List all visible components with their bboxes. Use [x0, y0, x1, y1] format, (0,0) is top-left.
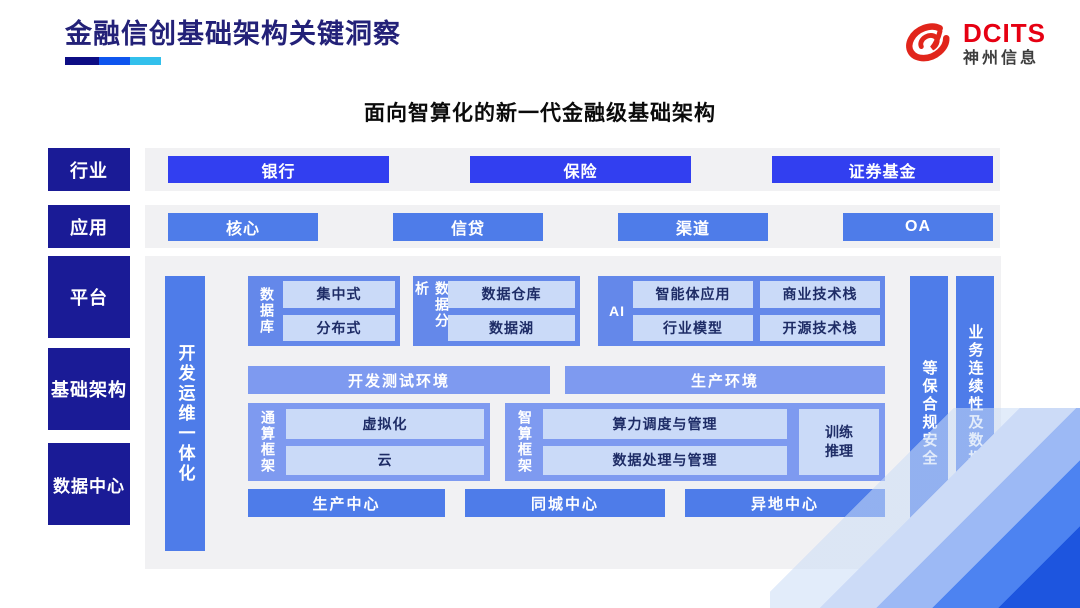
dcits-logo: DCITS 神州信息	[901, 16, 1046, 70]
main-block: 平台 基础架构 数据中心 开发运维一体化 数据库 集中式 分布式	[48, 256, 1001, 569]
industry-item-bank: 银行	[168, 156, 389, 183]
page-title: 金融信创基础架构关键洞察	[65, 19, 401, 49]
ai-section: AI 智能体应用 商业技术栈 行业模型 开源技术栈	[598, 276, 885, 346]
layer-label-platform: 平台	[48, 256, 130, 338]
training-inference-box: 训练推理	[799, 409, 879, 475]
environments-row: 开发测试环境 生产环境	[248, 366, 885, 394]
application-item-channel: 渠道	[618, 212, 768, 241]
ai-label: AI	[609, 303, 625, 319]
ai-item-opensource-stack: 开源技术栈	[760, 314, 880, 341]
analytics-items: 数据仓库 数据湖	[446, 281, 575, 341]
intelligent-framework-items: 算力调度与管理 数据处理与管理	[539, 409, 787, 475]
layer-label-infrastructure: 基础架构	[48, 348, 130, 430]
diagram-title: 面向智算化的新一代金融级基础架构	[364, 102, 716, 125]
intelligent-item-compute-scheduling: 算力调度与管理	[543, 409, 787, 439]
architecture-diagram: 行业 银行 保险 证券基金 应用 核心 信贷 渠道 OA 平台 基础架构 数据中…	[48, 148, 1001, 569]
layer-label-application: 应用	[48, 205, 130, 248]
logo-text: DCITS 神州信息	[963, 19, 1046, 67]
application-item-core: 核心	[168, 212, 318, 241]
industry-tray: 银行 保险 证券基金	[145, 148, 1000, 191]
database-items: 集中式 分布式	[281, 281, 395, 341]
underline-segment-blue	[99, 57, 130, 66]
platform-panel: 开发运维一体化 数据库 集中式 分布式 数据分析	[145, 256, 1001, 569]
datacenters-row: 生产中心 同城中心 异地中心	[248, 489, 885, 517]
database-item-centralized: 集中式	[283, 281, 395, 308]
ai-item-agent-app: 智能体应用	[633, 281, 753, 308]
intelligent-computing-framework: 智算框架 算力调度与管理 数据处理与管理 训练推理	[505, 403, 885, 481]
dev-test-environment: 开发测试环境	[248, 366, 550, 394]
frameworks-row: 通算框架 虚拟化 云 智算框架 算力调度与管理 数据处理与管理	[248, 403, 885, 481]
application-row: 应用 核心 信贷 渠道 OA	[48, 205, 1000, 248]
industry-item-insurance: 保险	[470, 156, 691, 183]
analytics-label: 数据分析	[414, 281, 450, 329]
application-item-credit: 信贷	[393, 212, 543, 241]
general-item-cloud: 云	[286, 445, 484, 475]
database-section: 数据库 集中式 分布式	[248, 276, 400, 346]
training-inference-text: 训练推理	[825, 424, 853, 459]
same-city-center: 同城中心	[465, 489, 665, 517]
analytics-section: 数据分析 数据仓库 数据湖	[413, 276, 580, 346]
title-underline	[65, 57, 401, 66]
logo-brand: DCITS	[963, 17, 1046, 48]
devops-bar: 开发运维一体化	[165, 276, 205, 551]
layer-labels-column: 平台 基础架构 数据中心	[48, 256, 130, 569]
database-item-distributed: 分布式	[283, 314, 395, 341]
right-bars: 等保合规安全 业务连续性及数据保护	[910, 276, 994, 551]
general-framework-items: 虚拟化 云	[282, 409, 484, 475]
layer-label-industry: 行业	[48, 148, 130, 191]
general-item-virtualization: 虚拟化	[286, 409, 484, 439]
security-compliance-bar: 等保合规安全	[910, 276, 948, 551]
underline-segment-cyan	[130, 57, 161, 66]
panel-center: 数据库 集中式 分布式 数据分析 数据仓库 数据湖	[248, 276, 885, 551]
header: 金融信创基础架构关键洞察	[65, 18, 401, 66]
platform-sections-row: 数据库 集中式 分布式 数据分析 数据仓库 数据湖	[248, 276, 885, 346]
ai-item-industry-model: 行业模型	[633, 314, 753, 341]
ai-items: 智能体应用 商业技术栈 行业模型 开源技术栈	[631, 281, 880, 341]
database-label: 数据库	[259, 287, 275, 335]
general-computing-framework: 通算框架 虚拟化 云	[248, 403, 490, 481]
general-framework-label: 通算框架	[260, 410, 276, 474]
industry-item-securities: 证券基金	[772, 156, 993, 183]
analytics-item-lake: 数据湖	[448, 314, 575, 341]
application-item-oa: OA	[843, 212, 993, 241]
production-center: 生产中心	[248, 489, 445, 517]
remote-center: 异地中心	[685, 489, 885, 517]
ai-item-commercial-stack: 商业技术栈	[760, 281, 880, 308]
application-tray: 核心 信贷 渠道 OA	[145, 205, 1000, 248]
layer-label-datacenter: 数据中心	[48, 443, 130, 525]
production-environment: 生产环境	[565, 366, 885, 394]
logo-company: 神州信息	[963, 49, 1040, 67]
analytics-item-warehouse: 数据仓库	[448, 281, 575, 308]
dcits-swirl-icon	[906, 23, 950, 62]
intelligent-framework-label: 智算框架	[517, 410, 533, 474]
intelligent-item-data-management: 数据处理与管理	[543, 445, 787, 475]
industry-row: 行业 银行 保险 证券基金	[48, 148, 1000, 191]
business-continuity-bar: 业务连续性及数据保护	[956, 276, 994, 551]
underline-segment-dark	[65, 57, 99, 66]
